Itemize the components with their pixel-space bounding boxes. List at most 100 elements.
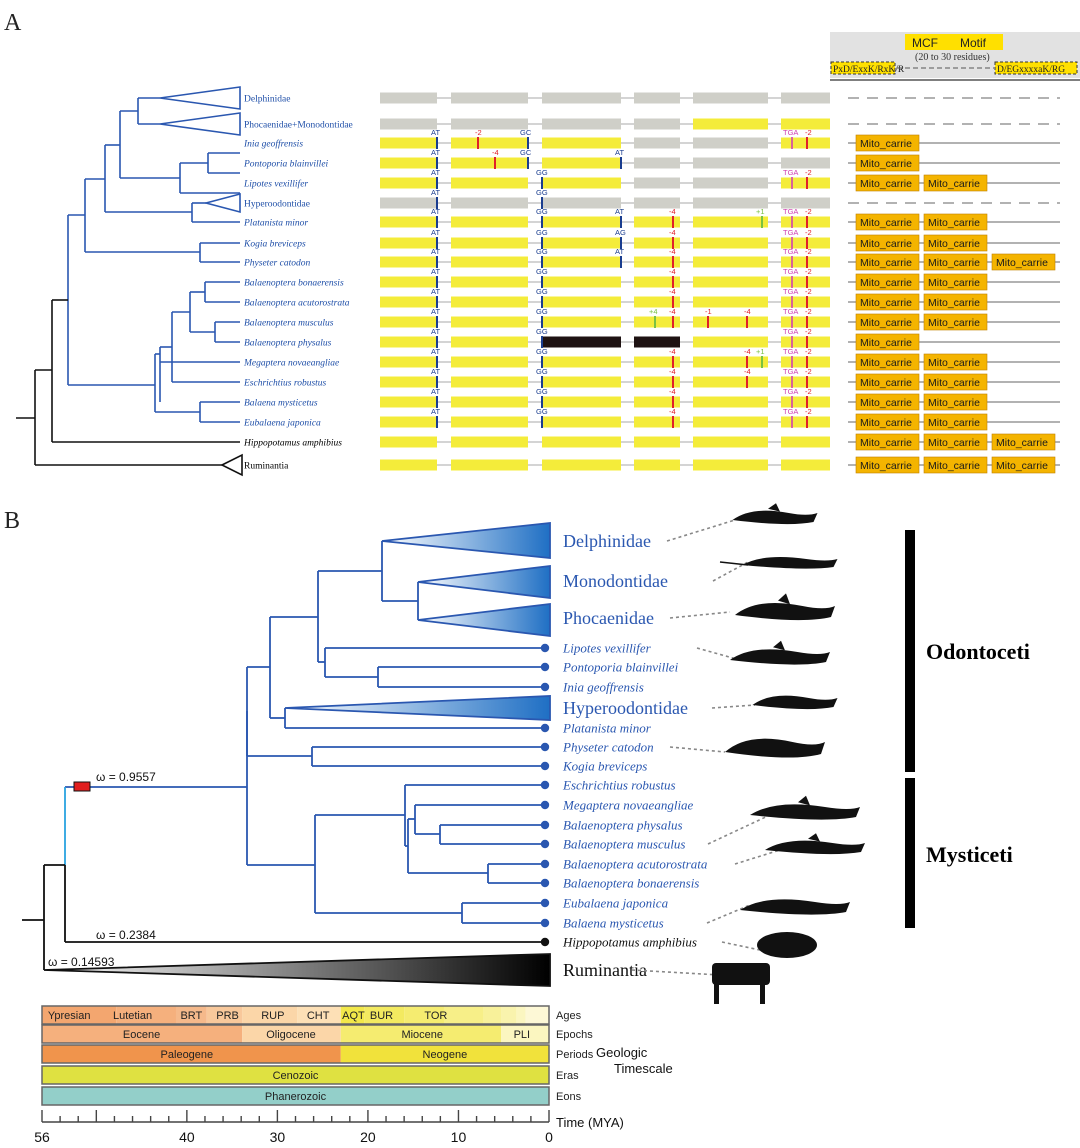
stop-label: TGA: [783, 327, 798, 336]
splice-label: AT: [431, 148, 440, 157]
mito-carrier-domain: [855, 154, 920, 172]
mcf-subtitle: (20 to 30 residues): [915, 52, 990, 63]
exon-block: [542, 336, 621, 348]
exon-block: [380, 276, 437, 288]
mito-carrier-domain: [991, 433, 1056, 451]
tip-label: Platanista minor: [562, 721, 652, 736]
exon-block: [781, 416, 830, 428]
exon-block: [781, 276, 830, 288]
domain-label: Mito_carrie: [928, 437, 980, 449]
frameshift-label: -2: [805, 287, 812, 296]
exon-block: [451, 256, 528, 268]
exon-block: [380, 197, 437, 209]
splice-label: GG: [536, 347, 548, 356]
age-label: BUR: [370, 1010, 393, 1022]
age-band: [516, 1006, 526, 1024]
species-label: Balaenoptera physalus: [244, 339, 332, 349]
mutation-label: -1: [705, 307, 712, 316]
mutation-label: -4: [669, 207, 676, 216]
exon-block: [380, 356, 437, 368]
domain-label: Mito_carrie: [928, 357, 980, 369]
exon-block: [451, 356, 528, 368]
exon-block: [380, 436, 437, 448]
epoch-label: Oligocene: [266, 1029, 316, 1041]
period-label: Paleogene: [161, 1049, 214, 1061]
domain-label: Mito_carrie: [928, 178, 980, 190]
epoch-label: PLI: [514, 1029, 531, 1041]
exon-block: [634, 256, 680, 268]
tip-label: Eschrichtius robustus: [562, 778, 676, 793]
domain-label: Mito_carrie: [860, 217, 912, 229]
splice-label: AT: [615, 148, 624, 157]
whale-silhouette: [725, 738, 825, 758]
splice-label: AT: [431, 207, 440, 216]
splice-label: GC: [520, 128, 532, 137]
stop-label: TGA: [783, 267, 798, 276]
tip-node: [540, 682, 550, 692]
frameshift-label: -2: [805, 128, 812, 137]
era-label: Cenozoic: [273, 1070, 319, 1082]
epoch-band: [501, 1025, 549, 1043]
exon-block: [380, 177, 437, 189]
exon-block: [451, 436, 528, 448]
mito-carrier-domain: [855, 253, 920, 271]
timescale-title-1: Geologic: [596, 1045, 648, 1060]
tip-node: [540, 918, 550, 928]
species-label: Pontoporia blainvillei: [243, 160, 329, 170]
exon-block: [542, 436, 621, 448]
splice-label: AT: [431, 347, 440, 356]
tip-label: Balaenoptera bonaerensis: [563, 876, 699, 891]
splice-label: GG: [536, 168, 548, 177]
domain-label: Mito_carrie: [928, 217, 980, 229]
mito-carrier-domain: [855, 273, 920, 291]
species-label: Delphinidae: [244, 95, 290, 105]
tip-node: [540, 780, 550, 790]
mito-carrier-domain: [991, 456, 1056, 474]
mutation-label: +1: [756, 207, 765, 216]
tip-node: [540, 643, 550, 653]
tip-node: [540, 662, 550, 672]
exon-block: [634, 436, 680, 448]
exon-block: [380, 256, 437, 268]
exon-block: [380, 157, 437, 169]
stop-label: TGA: [783, 128, 798, 137]
tip-label: Eubalaena japonica: [562, 896, 669, 911]
mutation-label: -4: [669, 367, 676, 376]
tip-label: Balaena mysticetus: [563, 916, 664, 931]
exon-block: [781, 216, 830, 228]
age-band: [116, 1006, 176, 1024]
exon-block: [693, 296, 768, 308]
splice-label: GG: [536, 327, 548, 336]
species-label: Balaenoptera bonaerensis: [244, 279, 344, 289]
frameshift-label: -2: [805, 267, 812, 276]
tip-label: Pontoporia blainvillei: [562, 660, 679, 675]
splice-label: AT: [431, 267, 440, 276]
omega-hippo: ω = 0.2384: [96, 928, 156, 942]
tip-node: [540, 723, 550, 733]
domain-label: Mito_carrie: [928, 417, 980, 429]
whale-silhouette: [742, 557, 838, 569]
exon-block: [542, 416, 621, 428]
exon-block: [634, 197, 680, 209]
domain-label: Mito_carrie: [860, 297, 912, 309]
timescale-row-label: Eras: [556, 1070, 579, 1082]
exon-block: [693, 118, 768, 130]
exon-block: [542, 459, 621, 471]
exon-block: [781, 296, 830, 308]
age-band: [364, 1006, 405, 1024]
whale-silhouette: [735, 593, 835, 621]
splice-label: AT: [615, 247, 624, 256]
frameshift-label: -2: [805, 247, 812, 256]
panel-b-tip-labels: DelphinidaeMonodontidaePhocaenidaeLipote…: [540, 519, 781, 980]
whale-silhouette: [752, 695, 838, 710]
tip-node: [540, 742, 550, 752]
epoch-band: [42, 1025, 243, 1043]
mito-carrier-domain: [923, 353, 988, 371]
domain-label: Mito_carrie: [928, 460, 980, 472]
tip-node: [540, 859, 550, 869]
exon-block: [693, 336, 768, 348]
age-label: PRB: [216, 1010, 239, 1022]
species-label: Eschrichtius robustus: [243, 379, 327, 389]
domain-label: Mito_carrie: [860, 460, 912, 472]
exon-block: [451, 177, 528, 189]
